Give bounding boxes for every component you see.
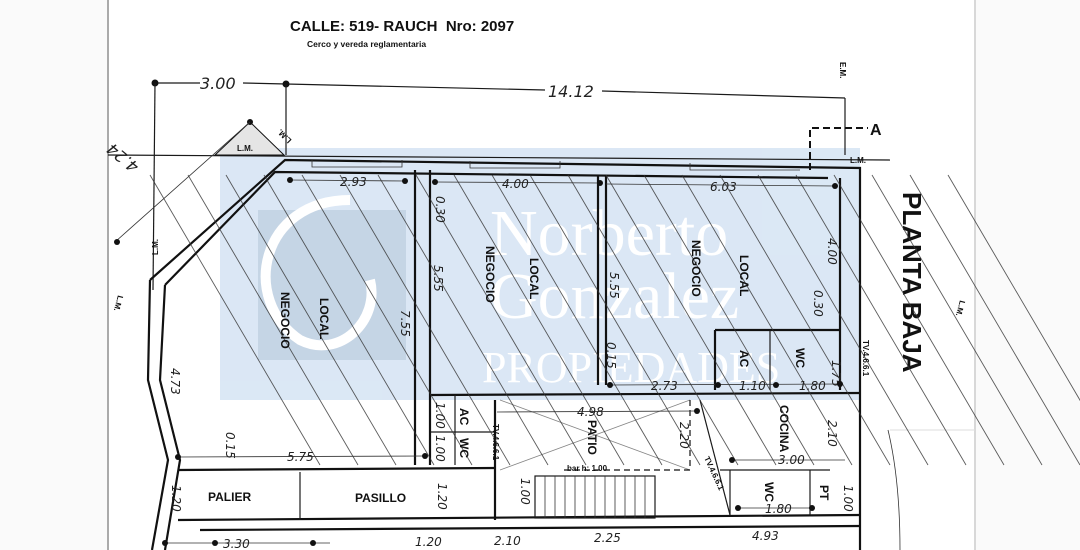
hatch-line [567, 174, 739, 466]
dim-wall-030a: 0.30 [433, 196, 447, 223]
dim-stair-depth: 1.00 [518, 478, 532, 505]
room-palier: PALIER [208, 490, 251, 504]
dim-wc-depth: 1.75 [829, 360, 843, 387]
room-pasillo: PASILLO [355, 491, 406, 505]
hatch-line [529, 174, 701, 466]
stair-treads [544, 476, 646, 518]
room-patio: PATIO [585, 420, 599, 455]
room-negocio-2: NEGOCIO [483, 246, 497, 303]
hatch-line [453, 174, 625, 466]
dim-local3-depth-b: 4.00 [825, 238, 839, 265]
room-wc-2: WC [457, 438, 471, 458]
dim-pt-depth: 1.00 [841, 485, 855, 512]
hatch-line [719, 174, 891, 466]
dim-bottom-a: 3.30 [223, 537, 250, 550]
hatch-line [795, 174, 967, 466]
dim-patio-depth: 2.20 [677, 422, 691, 449]
dim-cocina-depth: 2.10 [825, 420, 839, 447]
dim-back-c: 1.80 [799, 379, 826, 393]
dim-ac-depth: 1.00 [433, 402, 447, 429]
hatch-line [339, 174, 511, 466]
street-subtitle: Cerco y vereda reglamentaria [307, 39, 426, 49]
dim-wall-015a: 0.15 [604, 342, 618, 369]
room-labels: NEGOCIO LOCAL NEGOCIO LOCAL NEGOCIO LOCA… [208, 240, 870, 505]
room-local-3: LOCAL [737, 255, 751, 296]
em-label: E.M. [838, 62, 847, 78]
hatch-line [301, 174, 473, 466]
section-marker: A [870, 122, 882, 139]
hatch-line [871, 174, 1043, 466]
hatch-line [643, 174, 815, 466]
stair-bar-height: bar h: 1.00 [567, 464, 608, 473]
room-wc-1: WC [793, 348, 807, 368]
street-title: CALLE: 519- RAUCH Nro: 2097 [290, 18, 514, 35]
dim-palier-width: 5.75 [287, 450, 314, 464]
hatch-line [681, 174, 853, 466]
dim-cocina-width: 3.00 [778, 453, 805, 467]
dim-side-left: 4.73 [168, 368, 182, 395]
tv-label-1: TV.4.6.6.1 [491, 424, 500, 461]
walls [146, 158, 862, 550]
dim-local3-width: 6.03 [710, 180, 737, 194]
dim-wc-small-depth: 1.00 [433, 435, 447, 462]
hatch-line [377, 174, 549, 466]
room-pt: PT [817, 485, 831, 501]
dim-front-left: 3.00 [200, 74, 236, 93]
room-negocio-3: NEGOCIO [689, 240, 703, 297]
lm-label-left: L.M. [151, 239, 160, 255]
watermark-line1: Norberto [490, 197, 728, 270]
dim-local1-width: 2.93 [340, 175, 367, 189]
dim-back-b: 1.10 [739, 379, 766, 393]
hatching [149, 174, 1080, 466]
watermark: Norberto Gonzalez PROPIEDADES [220, 148, 860, 400]
dimension-labels: 2.93 4.00 6.03 0.30 5.55 7.55 5.55 0.15 … [162, 175, 855, 550]
room-wc-3: WC [762, 482, 776, 502]
dim-palier-depth: 1.20 [169, 485, 183, 512]
hatch-line [947, 174, 1080, 402]
hatch-line [149, 174, 321, 466]
hatch-line [605, 174, 777, 466]
dim-back-a: 2.73 [651, 379, 678, 393]
dim-front-total: 14.12 [548, 82, 594, 101]
tv-label-3: TV.4.6.6.1 [861, 340, 870, 377]
watermark-line3: PROPIEDADES [482, 343, 780, 392]
hatch-line [187, 174, 359, 466]
room-negocio-1: NEGOCIO [278, 292, 292, 349]
room-ac-1: AC [737, 350, 751, 368]
hatch-line [757, 174, 929, 466]
lm-label-right-top: L.M. [850, 156, 866, 165]
dim-wc2-width: 1.80 [765, 502, 792, 516]
hatch-line [263, 174, 435, 466]
dim-local1-depth: 7.55 [398, 310, 412, 337]
room-cocina: COCINA [777, 405, 791, 453]
hatch-line [491, 174, 663, 466]
dim-wall-030b: 0.30 [811, 290, 825, 317]
dim-patio-width: 4.98 [577, 405, 604, 419]
room-local-2: LOCAL [527, 258, 541, 299]
hatch-line [833, 174, 1005, 466]
room-local-1: LOCAL [317, 298, 331, 339]
dim-local2-depth: 5.55 [431, 265, 445, 292]
dim-local2-width: 4.00 [502, 177, 529, 191]
lm-label-right: L.M. [954, 299, 967, 317]
hatch-line [225, 174, 397, 466]
dim-bottom-c: 2.10 [494, 534, 521, 548]
plan-title: PLANTA BAJA [897, 192, 927, 373]
dim-bottom-e: 4.93 [752, 529, 779, 543]
dim-bottom-d: 2.25 [594, 531, 621, 545]
room-ac-2: AC [457, 408, 471, 426]
watermark-line2: Gonzalez [490, 260, 739, 333]
dim-local3-depth-a: 5.55 [607, 272, 621, 299]
dim-wall-015b: 0.15 [223, 432, 237, 459]
hatch-line [415, 174, 587, 466]
dim-pasillo-depth: 1.20 [435, 483, 449, 510]
dim-bottom-b: 1.20 [415, 535, 442, 549]
hatch-line [909, 174, 1080, 466]
lm-label-left2: L.M. [112, 294, 125, 312]
lm-label-top: L.M. [237, 144, 253, 153]
